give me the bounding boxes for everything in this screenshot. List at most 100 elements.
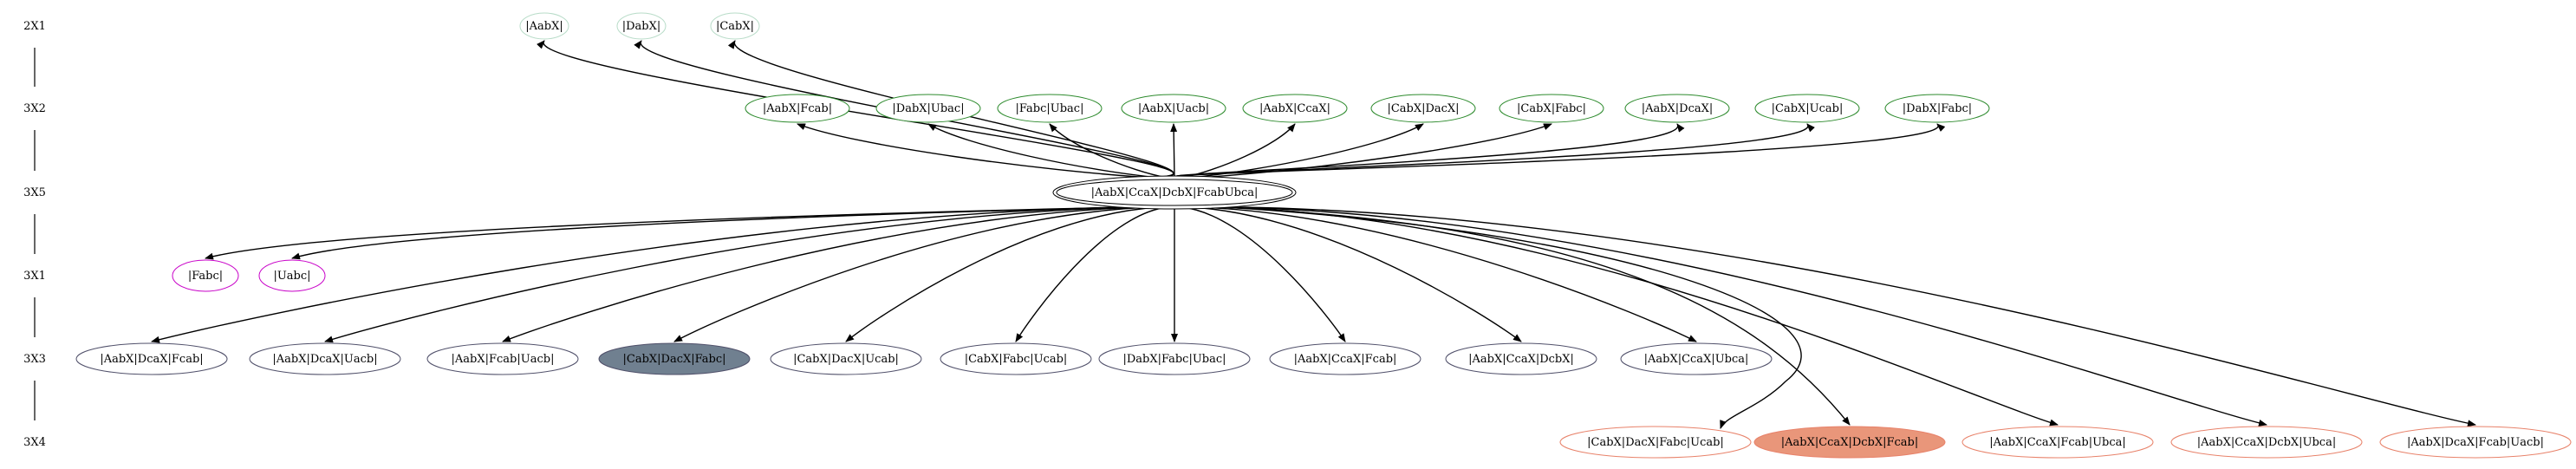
node-r3x3-3-shape: [598, 342, 751, 375]
edge-root-to-r3x2-2: [1049, 123, 1168, 179]
node-r3x2-7[interactable]: |AabX|DcaX|: [1624, 94, 1730, 123]
edge-root-to-r2x1-2: [727, 40, 1174, 179]
node-r3x3-4-shape: [770, 342, 922, 375]
node-r3x3-8-label: |AabX|CcaX|DcbX|: [1468, 353, 1574, 366]
node-r2x1-1[interactable]: |DabX|: [616, 12, 667, 40]
edge-root-to-r3x3-4: [845, 206, 1159, 342]
node-r3x4-2[interactable]: |AabX|CcaX|Fcab|Ubca|: [1961, 426, 2154, 459]
node-r3x4-1[interactable]: |AabX|CcaX|DcbX|Fcab|: [1753, 426, 1946, 459]
node-r3x3-3-label: |CabX|DacX|Fabc|: [623, 353, 726, 366]
node-r3x4-4[interactable]: |AabX|DcaX|Fcab|Uacb|: [2379, 426, 2572, 459]
node-r3x2-2-shape: [997, 94, 1103, 123]
node-r3x1-1-shape: [258, 259, 326, 292]
node-r3x3-6[interactable]: |DabX|Fabc|Ubac|: [1098, 342, 1251, 375]
node-r3x2-2[interactable]: |Fabc|Ubac|: [997, 94, 1103, 123]
node-r3x2-3[interactable]: |AabX|Uacb|: [1121, 94, 1226, 123]
edge-root-to-r3x2-0: [797, 123, 1152, 179]
rank-label-r3x1: 3X1: [23, 270, 46, 283]
rank-label-r3x2: 3X2: [23, 102, 46, 115]
node-r3x3-5-shape: [940, 342, 1092, 375]
node-r3x2-9[interactable]: |DabX|Fabc|: [1884, 94, 1990, 123]
node-r3x3-7[interactable]: |AabX|CcaX|Fcab|: [1269, 342, 1421, 375]
node-r2x1-0[interactable]: |AabX|: [519, 12, 569, 40]
node-r3x2-5[interactable]: |CabX|DacX|: [1370, 94, 1476, 123]
node-r2x1-2-shape: [710, 12, 760, 40]
edge-root-to-r3x4-0: [1226, 206, 1802, 429]
node-r3x2-4-label: |AabX|CcaX|: [1259, 102, 1330, 115]
node-r3x2-5-shape: [1370, 94, 1476, 123]
node-r3x4-3-shape: [2170, 426, 2363, 459]
node-r3x2-0-label: |AabX|Fcab|: [763, 102, 832, 115]
node-r3x1-0[interactable]: |Fabc|: [172, 259, 239, 292]
node-r3x2-3-shape: [1121, 94, 1226, 123]
node-r3x2-6[interactable]: |CabX|Fabc|: [1499, 94, 1604, 123]
node-r2x1-1-shape: [616, 12, 667, 40]
node-r2x1-2-label: |CabX|: [716, 20, 754, 33]
edge-root-to-r3x3-2: [502, 206, 1142, 342]
edge-root-to-r3x4-4: [1239, 206, 2476, 427]
edge-root-to-r3x2-6: [1197, 123, 1552, 179]
node-r2x1-1-label: |DabX|: [622, 20, 661, 33]
node-r3x3-8-shape: [1445, 342, 1597, 375]
edge-root-to-r3x1-1: [291, 206, 1131, 260]
edge-root-to-r3x3-3: [673, 206, 1150, 342]
node-r3x3-3[interactable]: |CabX|DacX|Fabc|: [598, 342, 751, 375]
edge-root-to-r3x3-7: [1182, 206, 1346, 342]
node-r3x4-0-label: |CabX|DacX|Fabc|Ucab|: [1587, 436, 1724, 449]
node-r3x3-8[interactable]: |AabX|CcaX|DcbX|: [1445, 342, 1597, 375]
node-r3x3-1[interactable]: |AabX|DcaX|Uacb|: [249, 342, 401, 375]
edge-root-to-r3x3-0: [151, 206, 1124, 343]
node-r3x2-1-label: |DabX|Ubac|: [892, 102, 964, 115]
root-node-shape: [1052, 175, 1297, 210]
rank-label-r3x5: 3X5: [23, 186, 46, 199]
node-r3x4-4-label: |AabX|DcaX|Fcab|Uacb|: [2407, 436, 2544, 449]
edge-root-to-r3x3-9: [1200, 206, 1697, 342]
node-r3x3-2-shape: [426, 342, 579, 375]
rank-label-r3x3: 3X3: [23, 353, 46, 366]
edge-root-to-r3x3-5: [1015, 206, 1167, 342]
node-r3x3-1-shape: [249, 342, 401, 375]
node-r3x3-9-shape: [1620, 342, 1773, 375]
node-r3x3-0[interactable]: |AabX|DcaX|Fcab|: [75, 342, 228, 375]
node-r3x4-4-shape: [2379, 426, 2572, 459]
edge-root-to-r3x4-3: [1228, 206, 2267, 427]
node-r3x3-4[interactable]: |CabX|DacX|Ucab|: [770, 342, 922, 375]
node-r3x2-9-shape: [1884, 94, 1990, 123]
edge-root-to-r3x3-8: [1191, 206, 1522, 342]
node-r3x2-9-label: |DabX|Fabc|: [1903, 102, 1972, 115]
node-r3x3-0-label: |AabX|DcaX|Fcab|: [100, 353, 203, 366]
node-r3x3-2[interactable]: |AabX|Fcab|Uacb|: [426, 342, 579, 375]
node-r3x2-6-shape: [1499, 94, 1604, 123]
node-r3x2-6-label: |CabX|Fabc|: [1517, 102, 1586, 115]
node-r3x2-7-label: |AabX|DcaX|: [1642, 102, 1714, 115]
node-r3x2-1[interactable]: |DabX|Ubac|: [875, 94, 981, 123]
node-r3x1-1[interactable]: |Uabc|: [258, 259, 326, 292]
node-r3x2-8[interactable]: |CabX|Ucab|: [1754, 94, 1860, 123]
node-r3x3-9[interactable]: |AabX|CcaX|Ubca|: [1620, 342, 1773, 375]
node-r3x3-4-label: |CabX|DacX|Ucab|: [793, 353, 899, 366]
node-r2x1-2[interactable]: |CabX|: [710, 12, 760, 40]
root-node[interactable]: |AabX|CcaX|DcbX|FcabUbca|: [1052, 175, 1297, 210]
node-r3x4-3[interactable]: |AabX|CcaX|DcbX|Ubca|: [2170, 426, 2363, 459]
node-r2x1-0-shape: [519, 12, 569, 40]
rank-label-r2x1: 2X1: [23, 20, 46, 33]
node-r3x2-5-label: |CabX|DacX|: [1387, 102, 1459, 115]
node-r3x2-4-shape: [1242, 94, 1348, 123]
root-node-inner-ring: [1056, 179, 1293, 206]
nodes: |AabX|CcaX|DcbX|FcabUbca| |AabX| |DabX| |Ca…: [75, 12, 2572, 459]
node-r3x3-5[interactable]: |CabX|Fabc|Ucab|: [940, 342, 1092, 375]
root-node-label: |AabX|CcaX|DcbX|FcabUbca|: [1091, 186, 1259, 199]
node-r3x4-2-label: |AabX|CcaX|Fcab|Ubca|: [1989, 436, 2126, 449]
node-r3x2-4[interactable]: |AabX|CcaX|: [1242, 94, 1348, 123]
node-r3x3-1-label: |AabX|DcaX|Uacb|: [272, 353, 377, 366]
node-r3x4-0[interactable]: |CabX|DacX|Fabc|Ucab|: [1559, 426, 1752, 459]
node-r3x4-1-label: |AabX|CcaX|DcbX|Fcab|: [1781, 436, 1919, 449]
node-r3x2-0[interactable]: |AabX|Fcab|: [745, 94, 850, 123]
node-r3x3-2-label: |AabX|Fcab|Uacb|: [452, 353, 555, 366]
node-r3x4-1-shape: [1753, 426, 1946, 459]
node-r3x2-8-shape: [1754, 94, 1860, 123]
node-r3x2-8-label: |CabX|Ucab|: [1772, 102, 1844, 115]
edge-root-to-r3x1-0: [205, 206, 1127, 260]
